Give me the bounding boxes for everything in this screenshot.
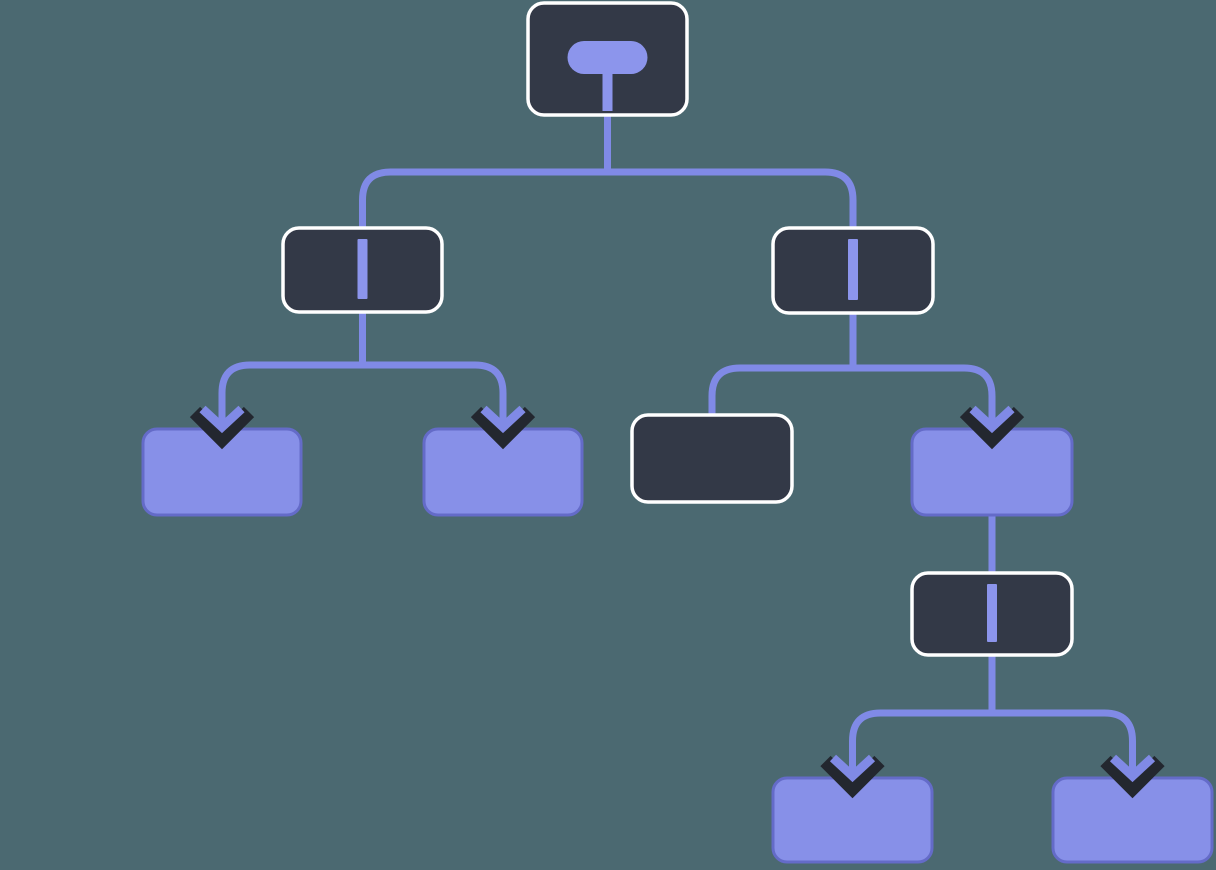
double-chevron-down-icon <box>1100 755 1165 799</box>
connector-edge-from-root <box>359 112 857 231</box>
connector-edge-from-branch-left <box>218 309 507 421</box>
connector-edge-from-branch-right <box>708 310 996 421</box>
double-chevron-down-icon <box>470 406 536 450</box>
arrow-layer <box>189 405 1165 799</box>
double-chevron-down-icon <box>199 405 245 434</box>
pill-stem-icon <box>567 41 648 74</box>
line-icon <box>357 239 368 299</box>
double-chevron-down-icon <box>1109 754 1156 783</box>
double-chevron-down-icon <box>480 405 526 434</box>
connector-edge-from-branch-deep <box>849 652 1136 770</box>
pill-stem-icon <box>602 70 613 111</box>
double-chevron-down-icon <box>969 405 1015 434</box>
line-icon <box>987 584 997 642</box>
double-chevron-down-icon <box>959 406 1025 450</box>
tree-node-node-plain <box>630 413 794 504</box>
double-chevron-down-icon <box>189 406 255 450</box>
double-chevron-down-icon <box>820 755 885 799</box>
line-icon <box>848 239 858 300</box>
node-layer <box>141 1 1214 864</box>
edge-layer <box>218 112 1136 770</box>
double-chevron-down-icon <box>829 754 876 783</box>
icon-layer <box>357 41 997 642</box>
